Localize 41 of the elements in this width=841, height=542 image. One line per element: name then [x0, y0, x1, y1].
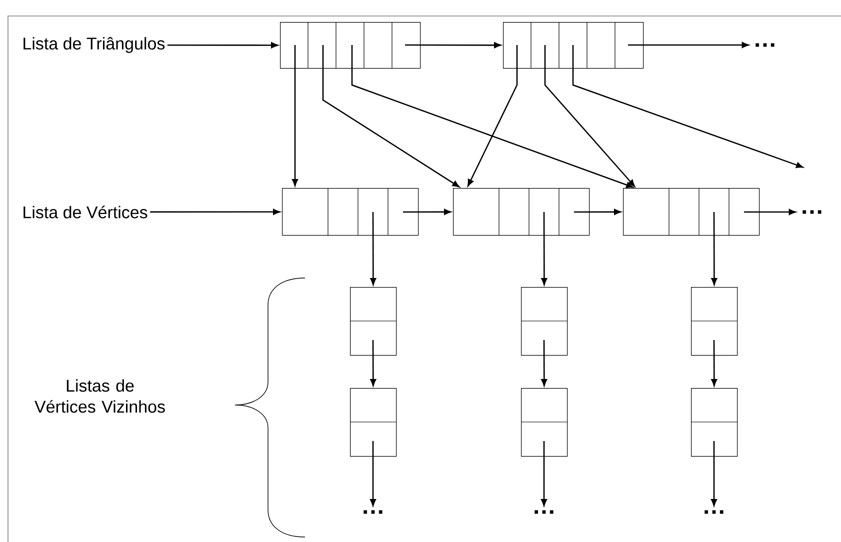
list-cell-box: [690, 388, 738, 457]
arrow: [628, 42, 749, 48]
record-box: [503, 22, 644, 69]
list-label: Listas de Vértices Vizinhos: [34, 379, 165, 413]
arrow: [541, 441, 547, 506]
list-label: Lista de Triângulos: [24, 37, 165, 53]
ellipsis: …: [802, 210, 822, 214]
arrow: [167, 42, 278, 48]
arrow: [322, 45, 460, 188]
arrow: [403, 208, 452, 215]
arrow: [150, 208, 280, 215]
arrow: [370, 212, 376, 286]
list-cell-box: [350, 388, 397, 457]
arrow: [544, 45, 635, 187]
arrow: [572, 45, 804, 168]
arrow: [467, 45, 518, 186]
arrow: [711, 441, 717, 506]
arrow: [292, 45, 298, 186]
arrow: [405, 42, 502, 48]
list-cell-box: [690, 287, 738, 356]
ellipsis: …: [364, 510, 382, 514]
arrow: [541, 212, 548, 286]
list-label: Lista de Vértices: [24, 206, 148, 218]
arrow: [574, 208, 622, 215]
record-box: [453, 188, 590, 236]
record-box: [280, 22, 421, 69]
ellipsis: …: [756, 43, 774, 47]
list-cell-box: [350, 287, 397, 356]
ellipsis: …: [704, 510, 724, 514]
list-cell-box: [520, 287, 568, 356]
record-box: [282, 188, 419, 236]
arrow: [370, 441, 376, 506]
record-box: [623, 188, 760, 236]
arrow: [744, 209, 796, 215]
arrow: [351, 45, 634, 188]
arrow: [370, 340, 376, 386]
list-cell-box: [520, 388, 568, 457]
arrow: [711, 340, 718, 386]
arrow: [711, 212, 718, 286]
arrow: [541, 340, 548, 386]
ellipsis: …: [534, 510, 554, 514]
